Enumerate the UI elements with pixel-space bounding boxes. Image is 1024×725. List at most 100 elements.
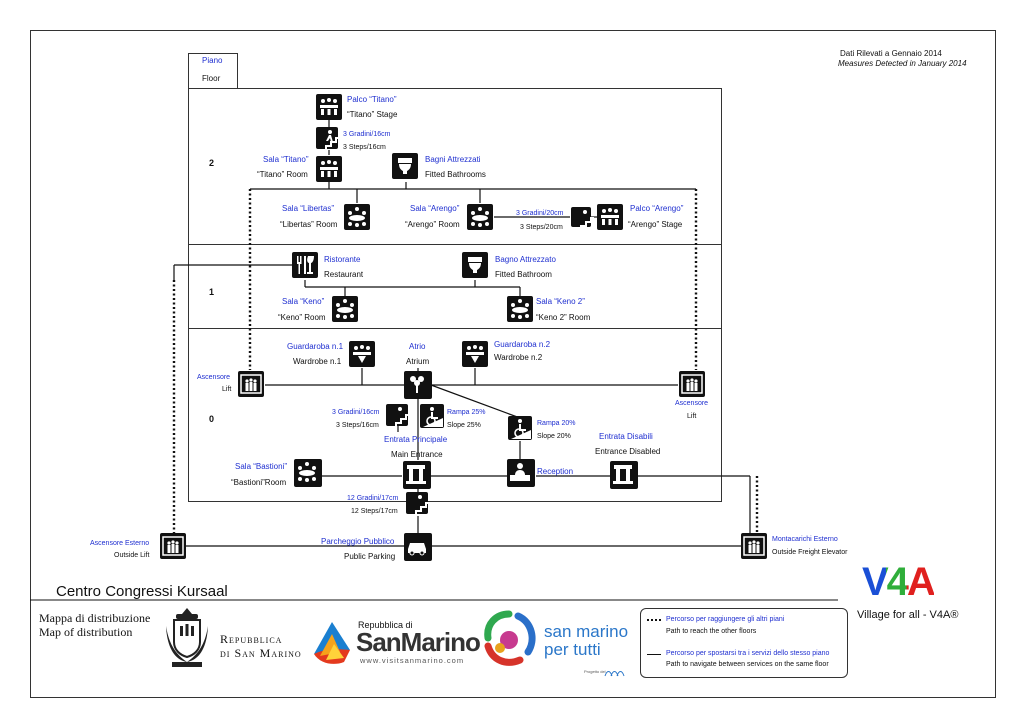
label-sala-keno-it: Sala “Keno” [282,297,325,306]
label-sala-libertas-en: “Libertas” Room [280,220,338,229]
label-lift-right-en: Lift [687,413,697,420]
floor-band-0 [188,328,722,502]
label-sala-keno2-en: “Keno 2” Room [536,313,591,322]
label-lift-right-it: Ascensore [675,400,709,407]
sm-url: www.visitsanmarino.com [360,656,465,665]
label-steps-12-it: 12 Gradini/17cm [347,495,399,502]
label-steps-0-en: 3 Steps/16cm [336,422,379,429]
atrium-icon [404,371,432,399]
main-entrance-icon [403,461,431,489]
label-montacarichi-en: Outside Freight Elevator [772,549,848,556]
wardrobe-icon [462,341,488,367]
sala-titano-icon [316,156,342,182]
sala-keno-icon [332,296,358,322]
label-palco-titano-it: Palco “Titano” [347,95,397,104]
smpt-small: Progetto del [584,669,606,674]
label-montacarichi-it: Montacarichi Esterno [772,536,838,543]
label-guardaroba1-it: Guardaroba n.1 [287,342,344,351]
v4a-logo-text: V4A [862,560,936,604]
rsm-line2: di San Marino [220,646,302,660]
stairs-icon [316,127,339,151]
label-guardaroba1-en: Wardrobe n.1 [293,357,342,366]
label-palco-arengo-it: Palco “Arengo” [630,204,684,213]
wardrobe-icon [349,341,375,367]
legend-dotted-swatch [647,619,661,621]
outer-frame [30,30,996,698]
smpt-line2: per tutti [544,640,601,659]
label-ascensore-esterno-en: Outside Lift [114,552,150,559]
label-sala-titano-it: Sala “Titano” [263,155,309,164]
map-title-it: Mappa di distribuzione [39,611,151,625]
label-atrio-en: Atrium [406,357,430,366]
toilet-icon [462,252,488,278]
palco-titano-icon [316,94,342,120]
label-entrata-disabili-it: Entrata Disabili [599,432,653,441]
legend-dotted-it: Percorso per raggiungere gli altri piani [666,616,785,623]
floor-header-box [188,53,238,89]
label-entrata-principale-en: Main Entrance [391,450,443,459]
label-guardaroba2-it: Guardaroba n.2 [494,340,551,349]
v4a-logo: V4A [862,560,936,604]
stairs-icon [386,404,409,428]
coat-of-arms-logo [162,606,212,672]
label-parcheggio-it: Parcheggio Pubblico [321,537,395,546]
label-lift-left-en: Lift [222,386,232,393]
map-title-en: Map of distribution [39,625,133,639]
san-marino-per-tutti-logo [476,608,542,670]
lift-icon [679,371,705,397]
label-palco-titano-en: “Titano” Stage [347,110,398,119]
label-rampa25-en: Slope 25% [447,422,481,429]
survey-date-it: Dati Rilevati a Gennaio 2014 [840,49,942,58]
floor-band-1 [188,243,722,329]
legend-dotted-en: Path to reach the other floors [666,628,757,635]
stairs-icon [571,207,594,231]
label-ristorante-en: Restaurant [324,270,364,279]
sala-libertas-icon [344,204,370,230]
sm-big: SanMarino [356,627,481,657]
toilet-icon [392,153,418,179]
sala-bastioni-icon [294,459,322,487]
label-sala-bastioni-it: Sala “Bastioni” [235,462,288,471]
label-entrata-principale-it: Entrata Principale [384,435,448,444]
freight-elevator-icon [741,533,767,559]
label-steps-top-it: 3 Gradini/16cm [343,131,391,138]
stairs-icon [406,492,429,516]
label-sala-keno-en: “Keno” Room [278,313,326,322]
venue-title: Centro Congressi Kursaal [56,583,228,600]
label-sala-arengo-en: “Arengo” Room [405,220,460,229]
label-sala-libertas-it: Sala “Libertas” [282,204,335,213]
ramp-wheelchair-icon [420,404,444,428]
v4a-subtitle: Village for all - V4A® [857,609,959,621]
label-sala-titano-en: “Titano” Room [257,170,308,179]
sm-small: Repubblica di [358,620,413,630]
smpt-line1: san marino [544,622,629,641]
label-sala-arengo-it: Sala “Arengo” [410,204,460,213]
label-bagni-en: Fitted Bathrooms [425,170,486,179]
palco-arengo-icon [597,204,623,230]
label-bagni-it: Bagni Attrezzati [425,155,481,164]
survey-date-en: Measures Detected in January 2014 [838,59,967,68]
label-sala-bastioni-en: “Bastioni”Room [231,478,287,487]
label-steps-top-en: 3 Steps/16cm [343,144,386,151]
label-sala-keno2-it: Sala “Keno 2” [536,297,585,306]
lift-icon [160,533,186,559]
label-guardaroba2-en: Wardrobe n.2 [494,353,543,362]
rsm-line1: Repubblica [220,632,283,646]
visit-san-marino-logo [310,620,354,668]
label-rampa20-en: Slope 20% [537,433,571,440]
label-parcheggio-en: Public Parking [344,552,396,561]
legend-solid-en: Path to navigate between services on the… [666,661,829,668]
piano-header: Piano [202,56,223,65]
label-lift-left-it: Ascensore [197,374,231,381]
floor-band-2 [188,88,722,245]
label-reception: Reception [537,467,574,476]
label-steps-arengo-en: 3 Steps/20cm [520,224,563,231]
label-steps-12-en: 12 Steps/17cm [351,508,398,515]
label-rampa20-it: Rampa 20% [537,420,576,427]
floor-header: Floor [202,74,221,83]
label-entrata-disabili-en: Entrance Disabled [595,447,661,456]
commission-mark [603,665,627,677]
sala-arengo-icon [467,204,493,230]
legend-solid-it: Percorso per spostarsi tra i servizi del… [666,650,830,657]
